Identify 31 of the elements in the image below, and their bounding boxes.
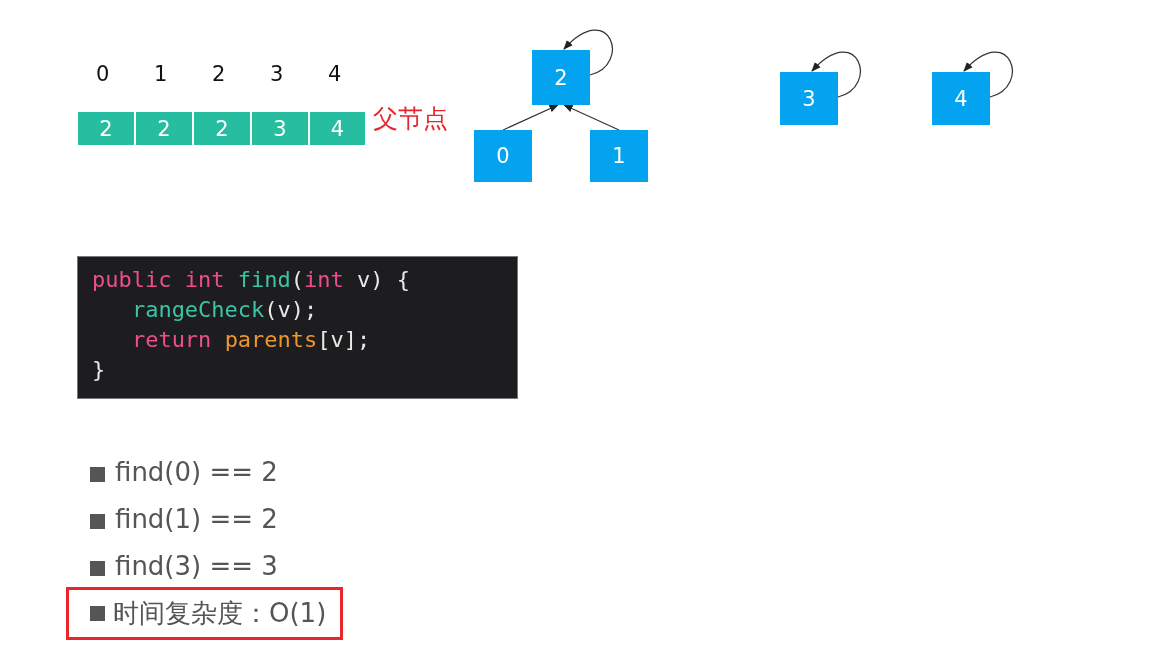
array-cell: 3 <box>252 112 310 145</box>
arrow <box>563 104 620 131</box>
self-loop-arrow <box>811 51 861 98</box>
index-label: 4 <box>328 62 342 86</box>
bullet-text: find(0) == 2 <box>115 457 278 487</box>
code-line: } <box>92 356 107 384</box>
array-cell: 2 <box>194 112 252 145</box>
bullet-text: find(3) == 3 <box>115 551 278 581</box>
code-block <box>77 256 518 399</box>
index-label: 3 <box>270 62 284 86</box>
highlight-box <box>66 587 343 640</box>
array-cell: 2 <box>78 112 136 145</box>
tree-node: 1 <box>590 130 648 182</box>
code-line: return parents[v]; <box>130 326 372 354</box>
self-loop-arrow <box>563 29 613 76</box>
index-label: 2 <box>212 62 226 86</box>
arrow <box>502 104 559 131</box>
index-label: 1 <box>154 62 168 86</box>
code-line: public int find(int v) { <box>92 266 411 294</box>
array-cell: 2 <box>136 112 194 145</box>
complexity-text: 时间复杂度：O(1) <box>113 597 327 630</box>
tree-node: 2 <box>532 50 590 105</box>
index-label: 0 <box>96 62 110 86</box>
bullet-text: find(1) == 2 <box>115 504 278 534</box>
tree-node: 4 <box>932 72 990 125</box>
code-line: rangeCheck(v); <box>130 296 319 324</box>
self-loop-arrow <box>963 51 1013 98</box>
array-cell: 4 <box>310 112 367 145</box>
tree-node: 3 <box>780 72 838 125</box>
tree-node: 0 <box>474 130 532 182</box>
parent-node-label: 父节点 <box>373 103 448 135</box>
